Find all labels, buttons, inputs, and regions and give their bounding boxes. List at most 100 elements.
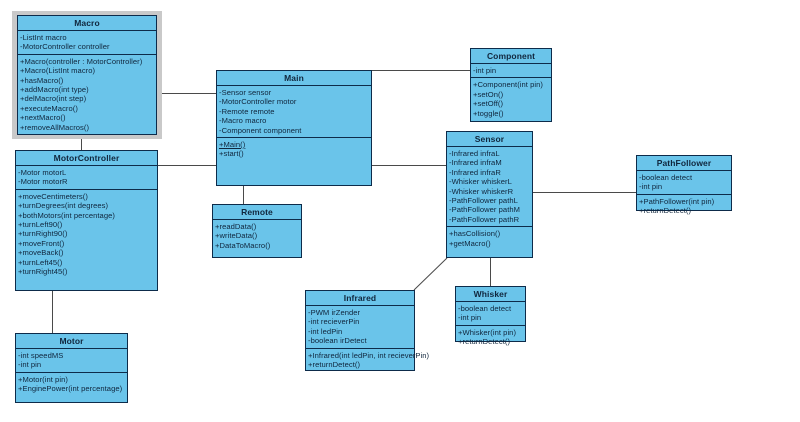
attribute: -Whisker whiskerR bbox=[449, 186, 514, 196]
attribute: -PWM irZender bbox=[308, 308, 361, 317]
class-operations-pathfollower: +PathFollower(int pin) +returnDetect() bbox=[637, 195, 731, 218]
operation: +start() bbox=[219, 149, 244, 159]
operation: +addMacro(int type) bbox=[20, 85, 89, 95]
class-attributes-infrared: -PWM irZender -int recieverPin -int ledP… bbox=[306, 306, 414, 349]
operation: +Whisker(int pin) bbox=[458, 327, 517, 337]
attribute: -PathFollower pathM bbox=[449, 205, 521, 215]
class-name-motor: Motor bbox=[16, 334, 127, 349]
attribute: -Macro macro bbox=[219, 116, 267, 126]
class-name-main: Main bbox=[217, 71, 371, 86]
operation: +turnLeft90() bbox=[18, 220, 63, 230]
attribute: -MotorController motor bbox=[219, 97, 297, 107]
class-box-component[interactable]: Component -int pin +Component(int pin) +… bbox=[470, 48, 552, 122]
association-main-component bbox=[372, 70, 470, 71]
attribute: -int pin bbox=[458, 313, 482, 323]
class-operations-infrared: +Infrared(int ledPin, int recieverPin) +… bbox=[306, 349, 430, 372]
operation: +DataToMacro() bbox=[215, 240, 271, 250]
association-macro-main bbox=[156, 93, 216, 94]
attribute: -Infrared infraR bbox=[449, 167, 501, 177]
class-box-infrared[interactable]: Infrared -PWM irZender -int recieverPin … bbox=[305, 290, 430, 372]
attribute: -int ledPin bbox=[308, 326, 343, 336]
operation: +Infrared(int ledPin, int recieverPin) bbox=[308, 350, 430, 360]
association-macro-motorcontroller bbox=[81, 135, 82, 151]
class-box-sensor[interactable]: Sensor -Infrared infraL -Infrared infraM… bbox=[446, 131, 533, 258]
operation: +writeData() bbox=[215, 231, 258, 241]
operation: +bothMotors(int percentage) bbox=[18, 210, 115, 220]
association-sensor-pathfollower bbox=[533, 192, 636, 193]
operation: +toggle() bbox=[473, 108, 504, 118]
operation: +turnDegrees(int degrees) bbox=[18, 201, 109, 211]
class-box-whisker[interactable]: Whisker -boolean detect -int pin +Whiske… bbox=[455, 286, 526, 346]
attribute: -boolean detect bbox=[639, 173, 693, 182]
class-name-remote: Remote bbox=[213, 205, 301, 220]
attribute: -Motor motorL bbox=[18, 168, 67, 177]
class-attributes-main: -Sensor sensor -MotorController motor -R… bbox=[217, 86, 371, 139]
class-box-motor[interactable]: Motor -int speedMS -int pin +Motor(int p… bbox=[15, 333, 128, 403]
operation: +getMacro() bbox=[449, 238, 491, 248]
class-operations-motor: +Motor(int pin) +EnginePower(int percent… bbox=[16, 373, 127, 396]
class-box-remote[interactable]: Remote +readData() +writeData() +DataToM… bbox=[212, 204, 302, 258]
association-motorcontroller-motor bbox=[52, 291, 53, 333]
operation: +moveBack() bbox=[18, 248, 64, 258]
class-operations-whisker: +Whisker(int pin) +returnDetect() bbox=[456, 326, 525, 349]
class-attributes-motorcontroller: -Motor motorL -Motor motorR bbox=[16, 166, 157, 190]
class-operations-macro: +Macro(controller : MotorController) +Ma… bbox=[18, 55, 156, 134]
association-main-remote bbox=[243, 186, 244, 204]
operation: +setOff() bbox=[473, 99, 504, 109]
class-name-macro: Macro bbox=[18, 16, 156, 31]
attribute: -Remote remote bbox=[219, 106, 275, 116]
operation: +moveCentimeters() bbox=[18, 191, 88, 201]
attribute: -Component component bbox=[219, 125, 302, 135]
operation: +readData() bbox=[215, 222, 257, 231]
class-box-main[interactable]: Main -Sensor sensor -MotorController mot… bbox=[216, 70, 372, 186]
operation: +executeMacro() bbox=[20, 103, 78, 113]
operation: +returnDetect() bbox=[458, 337, 511, 347]
class-operations-motorcontroller: +moveCentimeters() +turnDegrees(int degr… bbox=[16, 190, 157, 279]
attribute: -PathFollower pathL bbox=[449, 196, 518, 206]
operation: +returnDetect() bbox=[308, 360, 361, 370]
attribute: -int pin bbox=[473, 66, 497, 75]
operation: +returnDetect() bbox=[639, 206, 692, 216]
attribute: -ListInt macro bbox=[20, 33, 67, 42]
operation: +turnRight90() bbox=[18, 229, 68, 239]
class-attributes-sensor: -Infrared infraL -Infrared infraM -Infra… bbox=[447, 147, 532, 228]
association-sensor-whisker bbox=[490, 258, 491, 286]
class-name-infrared: Infrared bbox=[306, 291, 414, 306]
class-operations-component: +Component(int pin) +setOn() +setOff() +… bbox=[471, 78, 551, 120]
operation: +nextMacro() bbox=[20, 113, 66, 123]
attribute: -MotorController controller bbox=[20, 42, 110, 52]
attribute: -Infrared infraM bbox=[449, 158, 502, 168]
operation: +turnRight45() bbox=[18, 267, 68, 277]
class-box-macro[interactable]: Macro -ListInt macro -MotorController co… bbox=[17, 15, 157, 135]
attribute: -Motor motorR bbox=[18, 177, 68, 187]
operation: +Macro(controller : MotorController) bbox=[20, 56, 143, 66]
operation: +moveFront() bbox=[18, 238, 65, 248]
attribute: -Infrared infraL bbox=[449, 149, 500, 158]
attribute: -int pin bbox=[18, 360, 42, 370]
attribute: -int speedMS bbox=[18, 351, 64, 360]
class-name-pathfollower: PathFollower bbox=[637, 156, 731, 171]
operation: +delMacro(int step) bbox=[20, 94, 87, 104]
attribute: -int recieverPin bbox=[308, 317, 360, 327]
attribute: -boolean irDetect bbox=[308, 336, 367, 346]
association-main-sensor bbox=[372, 165, 446, 166]
operation: +Main() bbox=[219, 140, 246, 150]
association-motorcontroller-main bbox=[157, 165, 216, 166]
class-box-motorcontroller[interactable]: MotorController -Motor motorL -Motor mot… bbox=[15, 150, 158, 291]
attribute: -Whisker whiskerL bbox=[449, 177, 512, 187]
operation: +PathFollower(int pin) bbox=[639, 196, 715, 206]
attribute: -PathFollower pathR bbox=[449, 214, 520, 224]
operation: +Macro(ListInt macro) bbox=[20, 66, 96, 76]
class-operations-main: +Main() +start() bbox=[217, 138, 371, 161]
class-box-pathfollower[interactable]: PathFollower -boolean detect -int pin +P… bbox=[636, 155, 732, 215]
attribute: -Sensor sensor bbox=[219, 88, 272, 97]
class-operations-remote: +readData() +writeData() +DataToMacro() bbox=[213, 220, 301, 252]
operation: +removeAllMacros() bbox=[20, 122, 90, 132]
operation: +setOn() bbox=[473, 89, 504, 99]
operation: +turnLeft45() bbox=[18, 257, 63, 267]
class-attributes-macro: -ListInt macro -MotorController controll… bbox=[18, 31, 156, 55]
operation: +Motor(int pin) bbox=[18, 374, 68, 384]
class-attributes-pathfollower: -boolean detect -int pin bbox=[637, 171, 731, 195]
operation: +Component(int pin) bbox=[473, 80, 543, 90]
